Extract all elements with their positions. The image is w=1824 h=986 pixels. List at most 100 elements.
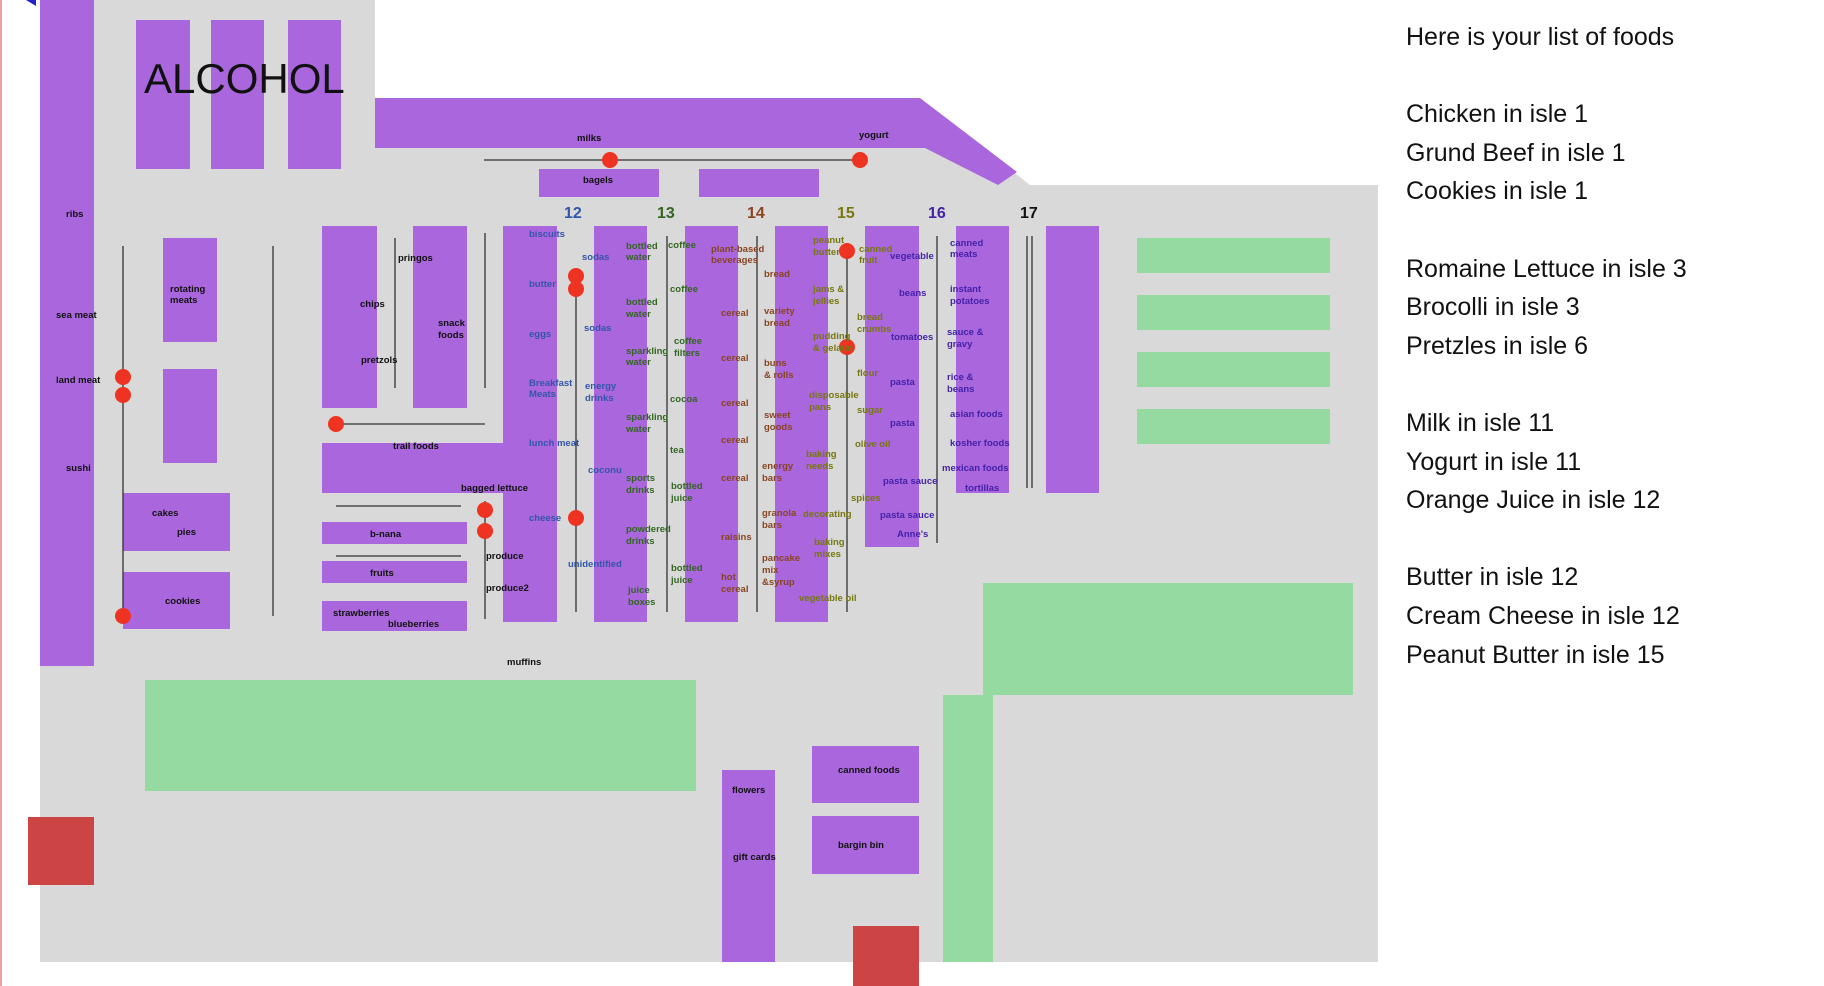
label-jams-jellies: jams & [812,284,844,295]
snack-foods-shelf [413,226,467,408]
produce-strip [943,695,993,962]
label-canned-foods: canned foods [838,765,900,776]
label-bagels: bagels [583,175,613,186]
label-coffee: coffee [668,240,696,251]
label-sparkling-water: sparkling [626,412,668,423]
entrance-door-bottom[interactable] [853,926,919,986]
location-marker[interactable] [115,608,131,624]
isle-16-labels: vegetable beans tomatoes pasta pasta pas… [880,238,1010,540]
label-kosher-foods: kosher foods [950,438,1010,449]
produce-areas [145,238,1353,962]
produce-table [1137,238,1330,273]
label-sea-meat: sea meat [56,310,98,321]
list-markers [115,152,868,624]
label-pasta: pasta [890,377,916,388]
label-bottled-juice: bottled [671,481,703,492]
label-sauce-gravy: sauce & [947,327,984,338]
label-sushi: sushi [66,463,91,474]
label-canned-fruit: fruit [859,255,878,266]
label-baking-mixes: baking [814,537,845,548]
label-pancake-mix: pancake [762,553,800,564]
label-flowers: flowers [732,785,765,796]
food-list-item: Yogurt in isle 11 [1406,447,1582,476]
label-ribs: ribs [66,209,83,220]
label-instant-potatoes: instant [950,284,982,295]
label-pies: pies [177,527,196,538]
location-marker[interactable] [839,339,855,355]
food-list-item: Peanut Butter in isle 15 [1406,640,1665,669]
label-disposable-pans: disposable [809,390,859,401]
label-cereal: cereal [721,435,748,446]
label-sparkling-water: water [625,424,651,435]
isle-number: 12 [564,205,582,222]
label-sports-drinks: sports [626,473,655,484]
label-energy-bars: energy [762,461,794,472]
location-marker[interactable] [568,510,584,526]
label-disposable-pans: pans [809,402,831,413]
shelves [40,0,1099,962]
label-buns-rolls: & rolls [764,370,794,381]
label-bread-crumbs: crumbs [857,324,891,335]
meat-shelf [163,369,217,463]
location-marker[interactable] [852,152,868,168]
food-list-item: Pretzles in isle 6 [1406,331,1589,360]
label-produce: produce [486,551,523,562]
food-list-title: Here is your list of foods [1406,23,1675,51]
isle-15-shelf [865,226,919,547]
label-plant-based: plant-based [711,244,765,255]
label-baking-needs: baking [806,449,837,460]
label-jams-jellies: jellies [812,296,839,307]
entrance-door-left[interactable] [28,817,94,885]
isle-17-shelf [1046,226,1099,493]
label-b-nana: b-nana [370,529,402,540]
label-butter: butter [529,279,556,290]
label-bottled-juice: juice [670,575,693,586]
location-marker[interactable] [477,502,493,518]
trail-foods-shelf [322,226,557,622]
produce-table [1137,409,1330,444]
food-list-item: Butter in isle 12 [1406,563,1579,592]
label-cereal: cereal [721,308,748,319]
label-bargin-bin: bargin bin [838,840,884,851]
food-list-item: Grund Beef in isle 1 [1406,138,1626,167]
location-marker[interactable] [115,369,131,385]
label-sugar: sugar [857,405,883,416]
produce-block-front [145,680,696,791]
label-pringos: pringos [398,253,433,264]
isle-16-shelf [956,226,1009,493]
label-eggs: eggs [529,329,551,340]
isle-number: 16 [928,205,946,222]
label-bread: bread [764,269,790,280]
label-tortillas: tortillas [965,483,999,494]
label-decorating: decorating [803,509,852,520]
label-energy-bars: bars [762,473,782,484]
label-sodas: sodas [582,252,609,263]
fruits-shelf [322,561,467,583]
isle-14-shelf [775,226,828,622]
dairy-shelf [699,169,819,197]
location-marker[interactable] [602,152,618,168]
label-pasta-sauce: pasta sauce [880,510,934,521]
bnana-shelf [322,522,467,544]
meat-wall [40,0,94,666]
location-marker[interactable] [477,523,493,539]
isle-15-labels: peanut butter jams & jellies pudding & g… [799,235,892,604]
canned-foods-shelf [812,746,919,803]
location-marker[interactable] [328,416,344,432]
cookies-shelf [123,572,230,629]
alcohol-shelf [288,20,341,169]
label-cereal: cereal [721,473,748,484]
label-beans: beans [899,288,926,299]
location-marker[interactable] [115,387,131,403]
label-yogurt: yogurt [859,130,889,141]
food-list-item: Cream Cheese in isle 12 [1406,601,1680,630]
label-trail-foods: trail foods [393,441,439,452]
label-powdered-drinks: drinks [626,536,655,547]
label-peanut-butter: butter [813,247,840,258]
food-list-group: Romaine Lettuce in isle 3 Brocolli in is… [1406,250,1806,366]
location-marker[interactable] [839,243,855,259]
label-snack-foods: foods [438,330,464,341]
location-marker[interactable] [568,268,584,284]
location-marker[interactable] [568,281,584,297]
label-bread-crumbs: bread [857,312,883,323]
